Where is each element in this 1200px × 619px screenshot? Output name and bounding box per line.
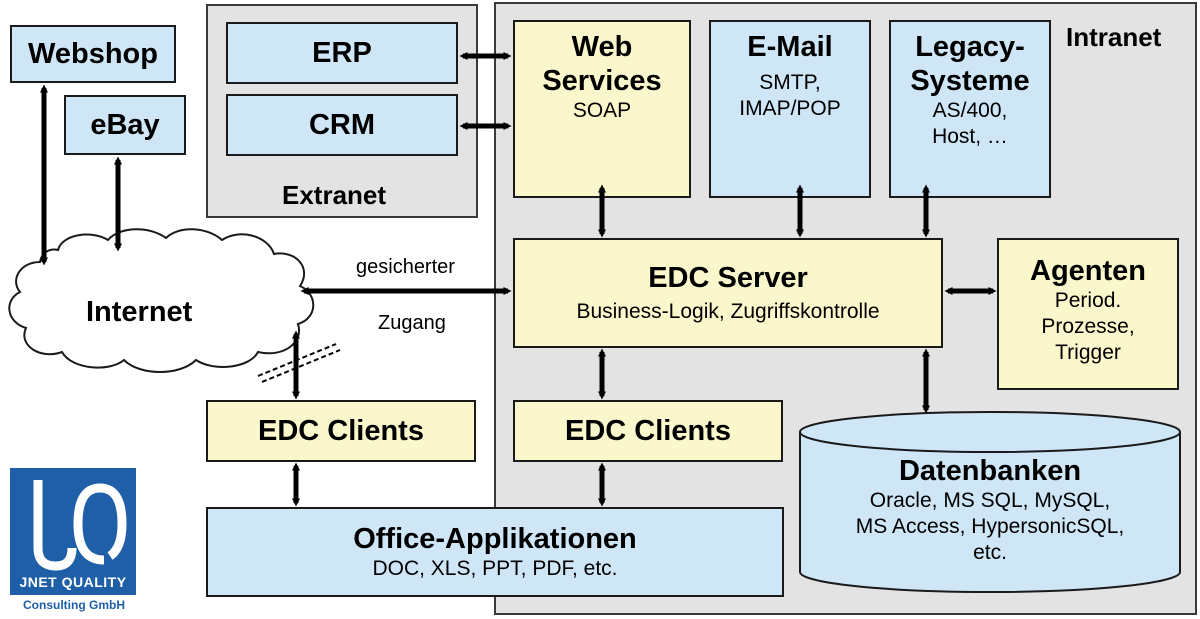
edc-server-node: EDC Server Business-Logik, Zugriffskontr…: [513, 238, 943, 348]
edc-clients-right-node: EDC Clients: [513, 400, 783, 462]
datenbanken-sub-2: MS Access, HypersonicSQL,: [855, 515, 1125, 538]
crm-node: CRM: [226, 94, 458, 156]
email-sub-2: IMAP/POP: [739, 97, 841, 120]
web-services-node: Web Services SOAP: [513, 20, 691, 198]
datenbanken-cylinder: [799, 411, 1181, 593]
secure-access-label-bottom: Zugang: [378, 312, 446, 334]
dashed-link-lines: [257, 343, 341, 383]
logo-subtitle: Consulting GmbH: [23, 598, 125, 612]
datenbanken-sub-3: etc.: [973, 541, 1007, 564]
intranet-label: Intranet: [1066, 22, 1162, 52]
ebay-label: eBay: [90, 109, 160, 141]
edc-server-sub: Business-Logik, Zugriffskontrolle: [576, 300, 880, 323]
internet-label: Internet: [86, 296, 193, 328]
arrows: [40, 52, 997, 507]
edc-server-title: EDC Server: [648, 262, 808, 294]
office-title: Office-Applikationen: [353, 523, 637, 555]
agenten-node: Agenten Period. Prozesse, Trigger: [997, 238, 1179, 390]
edc-clients-right-label: EDC Clients: [565, 415, 731, 447]
erp-label: ERP: [312, 37, 372, 69]
legacy-sub-1: AS/400,: [932, 99, 1008, 122]
web-services-title-1: Web: [571, 31, 633, 63]
jnet-logo: [10, 468, 136, 595]
web-services-sub: SOAP: [572, 99, 632, 122]
legacy-title-2: Systeme: [910, 65, 1030, 97]
office-node: Office-Applikationen DOC, XLS, PPT, PDF,…: [206, 507, 784, 597]
agenten-sub-3: Trigger: [1055, 341, 1121, 364]
datenbanken-title: Datenbanken: [898, 455, 1082, 487]
webshop-node: Webshop: [10, 25, 176, 83]
ebay-node: eBay: [64, 95, 186, 155]
extranet-label: Extranet: [282, 180, 387, 210]
agenten-sub-2: Prozesse,: [1041, 315, 1135, 338]
web-services-title-2: Services: [542, 65, 662, 97]
erp-node: ERP: [226, 22, 458, 84]
datenbanken-sub-1: Oracle, MS SQL, MySQL,: [869, 489, 1111, 512]
legacy-node: Legacy- Systeme AS/400, Host, …: [889, 20, 1051, 198]
edc-clients-left-node: EDC Clients: [206, 400, 476, 462]
email-sub-1: SMTP,: [759, 71, 821, 94]
datenbanken-text: Datenbanken Oracle, MS SQL, MySQL, MS Ac…: [800, 454, 1180, 566]
internet-cloud: [8, 228, 315, 373]
email-title: E-Mail: [747, 31, 833, 63]
logo-name: JNET QUALITY: [19, 574, 127, 590]
legacy-title-1: Legacy-: [915, 31, 1025, 63]
legacy-sub-2: Host, …: [932, 125, 1008, 148]
office-sub: DOC, XLS, PPT, PDF, etc.: [372, 557, 618, 580]
agenten-sub-1: Period.: [1054, 289, 1122, 312]
crm-label: CRM: [308, 109, 376, 141]
agenten-title: Agenten: [1030, 255, 1146, 287]
email-node: E-Mail SMTP, IMAP/POP: [709, 20, 871, 198]
secure-access-label-top: gesicherter: [356, 256, 455, 278]
edc-clients-left-label: EDC Clients: [258, 415, 424, 447]
webshop-label: Webshop: [28, 38, 158, 70]
